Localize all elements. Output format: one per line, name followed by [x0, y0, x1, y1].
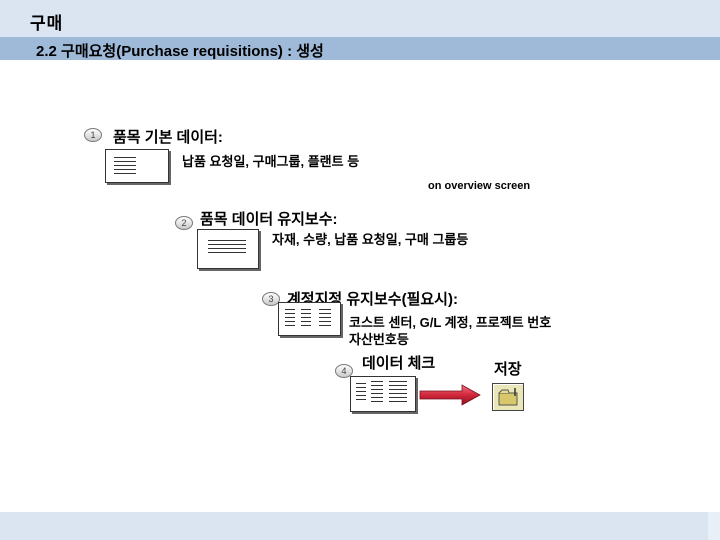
step-4-badge: 4 — [335, 364, 353, 378]
footer-bar — [0, 512, 720, 540]
step-4-screen-icon — [350, 376, 416, 412]
header-bar — [0, 0, 720, 37]
step-2-title: 품목 데이터 유지보수: — [200, 211, 338, 228]
step-1-title: 품목 기본 데이터: — [113, 129, 223, 146]
step-1-description: 납품 요청일, 구매그룹, 플랜트 등 — [182, 154, 360, 169]
step-1-note: on overview screen — [428, 180, 531, 192]
step-3-description-line1: 코스트 센터, G/L 계정, 프로젝트 번호 — [349, 315, 552, 330]
footer-edge — [708, 512, 720, 540]
step-3-badge: 3 — [262, 292, 280, 306]
step-1-screen-icon — [105, 149, 169, 183]
step-3-screen-icon — [278, 302, 341, 336]
step-4-title: 데이터 체크 — [362, 355, 436, 372]
save-folder-icon[interactable] — [492, 383, 524, 411]
page-title: 구매 — [30, 14, 64, 33]
step-2-badge: 2 — [175, 216, 193, 230]
save-label: 저장 — [494, 361, 522, 378]
step-2-description: 자재, 수량, 납품 요청일, 구매 그룹등 — [272, 232, 469, 247]
subheader-bar — [0, 37, 720, 60]
arrow-right-icon — [419, 384, 481, 406]
step-3-description-line2: 자산번호등 — [349, 332, 409, 347]
page-subtitle: 2.2 구매요청(Purchase requisitions) : 생성 — [36, 43, 324, 60]
step-1-badge: 1 — [84, 128, 102, 142]
step-2-screen-icon — [197, 229, 259, 269]
